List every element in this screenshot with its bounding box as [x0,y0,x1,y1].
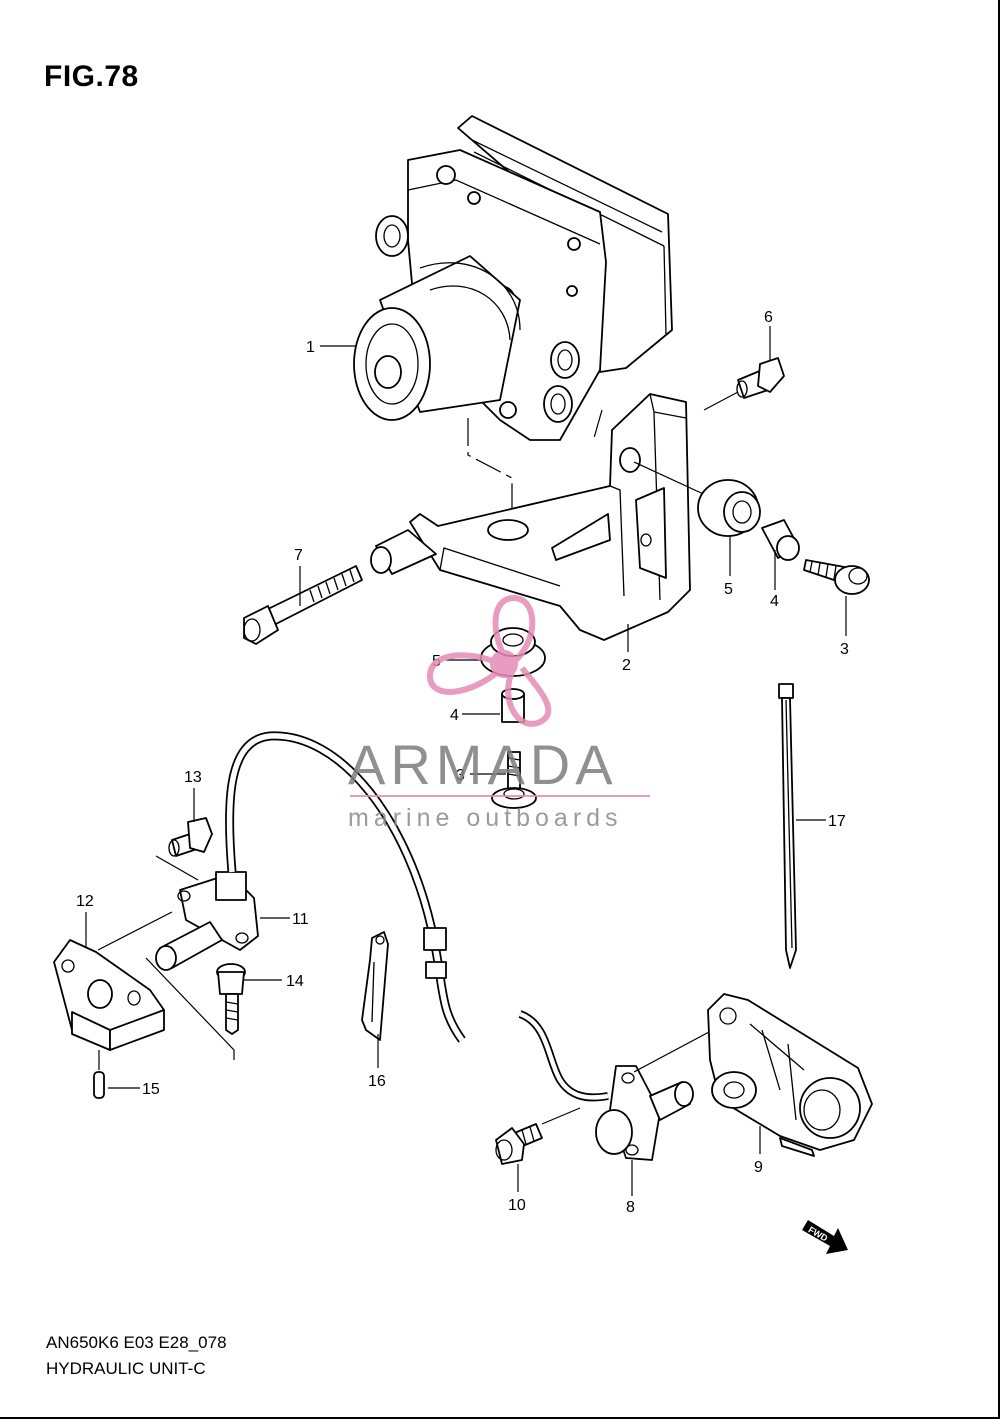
propeller-logo-icon [426,594,552,727]
figure-title: FIG.78 [44,60,139,93]
callout-2: 2 [622,657,631,674]
diagram-name: HYDRAULIC UNIT-C [46,1359,206,1378]
collar-4-right-part[interactable] [761,519,800,561]
callout-11: 11 [292,911,309,928]
bracket-9-part[interactable] [707,993,873,1157]
bolt-7-part[interactable] [243,565,363,645]
callout-leaders [85,326,847,1196]
armada-watermark: ARMADA marine outboards [348,594,650,832]
callout-16: 16 [368,1073,386,1090]
callout-13: 13 [184,769,202,786]
bolt-14-part[interactable] [216,963,246,1035]
callout-12: 12 [76,893,94,910]
sensor-8-part[interactable] [518,1010,694,1161]
callout-4-center: 4 [450,707,459,724]
fwd-arrow-icon: FWD [802,1220,848,1254]
callout-labels: 1 2 3 4 5 6 7 3 4 5 8 9 10 11 12 13 14 1… [76,309,849,1216]
diagram-code: AN650K6 E03 E28_078 [46,1333,227,1352]
callout-5-right: 5 [724,581,733,598]
callout-15: 15 [142,1081,160,1098]
callout-6: 6 [764,309,773,326]
clamp-16-part[interactable] [361,931,389,1041]
callout-3-right: 3 [840,641,849,658]
cable-tie-17-part[interactable] [778,683,797,969]
callout-4-right: 4 [770,593,779,610]
hydraulic-unit-part[interactable] [353,115,673,441]
bracket-part[interactable] [370,393,691,641]
callout-10: 10 [508,1197,526,1214]
bolt-3-center-part[interactable] [491,751,537,809]
callout-17: 17 [828,813,846,830]
callout-14: 14 [286,973,304,990]
callout-1: 1 [306,339,315,356]
callout-7: 7 [294,547,303,564]
callout-3-center: 3 [456,767,465,784]
bolt-13-part[interactable] [168,817,213,857]
callout-8: 8 [626,1199,635,1216]
watermark-tagline: marine outboards [348,804,623,832]
sensor-11-part[interactable] [155,731,466,1043]
sensor-bracket-12-part[interactable] [53,939,165,1051]
bolt-3-right-part[interactable] [803,559,870,595]
bolt-10-part[interactable] [495,1123,543,1165]
pin-15-part[interactable] [93,1071,105,1099]
grommet-5-right-part[interactable] [697,479,761,537]
watermark-brand: ARMADA [348,733,618,796]
callout-9: 9 [754,1159,763,1176]
bolt-6-part[interactable] [736,357,785,399]
